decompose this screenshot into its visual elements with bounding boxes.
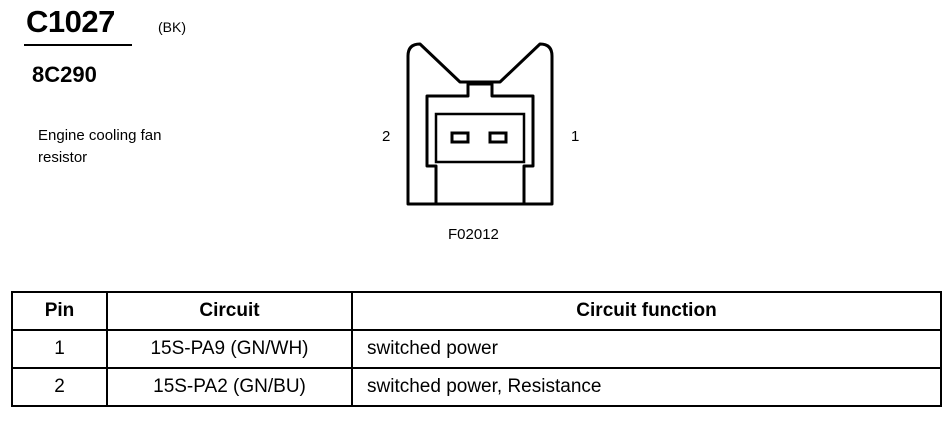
cell-pin: 2 [11,367,108,407]
table-row: 1 15S-PA9 (GN/WH) switched power [11,329,942,369]
connector-color-code: (BK) [158,19,186,35]
pin-label-right: 1 [571,128,580,145]
connector-housing-outline [406,42,554,206]
header-circuit: Circuit [106,291,353,331]
header-pin: Pin [11,291,108,331]
cell-circuit: 15S-PA9 (GN/WH) [106,329,353,369]
connector-face-drawing [406,42,554,206]
cell-circuit-function: switched power, Resistance [351,367,942,407]
pin-slot-1 [488,131,508,144]
part-number: 8C290 [32,62,97,87]
table-row: 2 15S-PA2 (GN/BU) switched power, Resist… [11,367,942,407]
table-header-row: Pin Circuit Circuit function [11,291,942,331]
component-description: Engine cooling fan resistor [38,127,162,166]
terminal-cavity-outline [425,82,535,206]
pin-slot-2 [450,131,470,144]
header-circuit-function: Circuit function [351,291,942,331]
pin-label-left: 2 [382,128,391,145]
cell-pin: 1 [11,329,108,369]
cell-circuit: 15S-PA2 (GN/BU) [106,367,353,407]
cell-circuit-function: switched power [351,329,942,369]
terminal-recess [434,112,526,164]
figure-id: F02012 [448,226,499,243]
connector-id: C1027 [26,4,115,39]
connector-id-underline [24,44,132,46]
pin-table: Pin Circuit Circuit function 1 15S-PA9 (… [11,291,942,407]
